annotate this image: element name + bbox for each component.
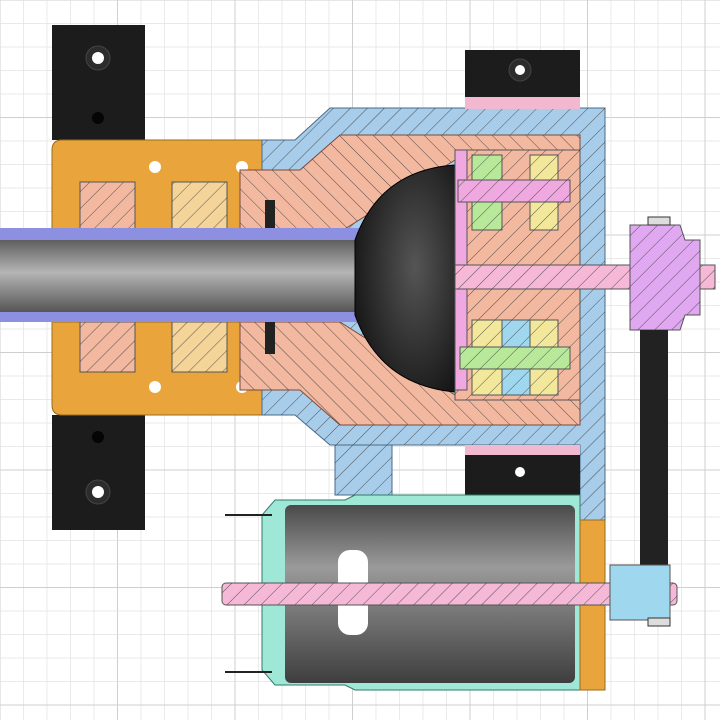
belt[interactable] bbox=[640, 330, 668, 575]
pulley-bottom bbox=[609, 564, 671, 621]
main-shaft[interactable] bbox=[0, 228, 360, 322]
mount-hole-icon bbox=[92, 52, 104, 64]
bearing bbox=[79, 181, 228, 373]
output-shaft[interactable] bbox=[454, 216, 716, 331]
right-mount-bottom[interactable] bbox=[465, 445, 580, 500]
left-mount-top[interactable] bbox=[52, 25, 145, 140]
right-mount-top[interactable] bbox=[465, 50, 580, 109]
left-mount-bottom[interactable] bbox=[52, 415, 145, 530]
dome[interactable] bbox=[354, 164, 456, 393]
mount-hole-icon bbox=[92, 486, 104, 498]
motor-shaft[interactable] bbox=[221, 564, 678, 627]
